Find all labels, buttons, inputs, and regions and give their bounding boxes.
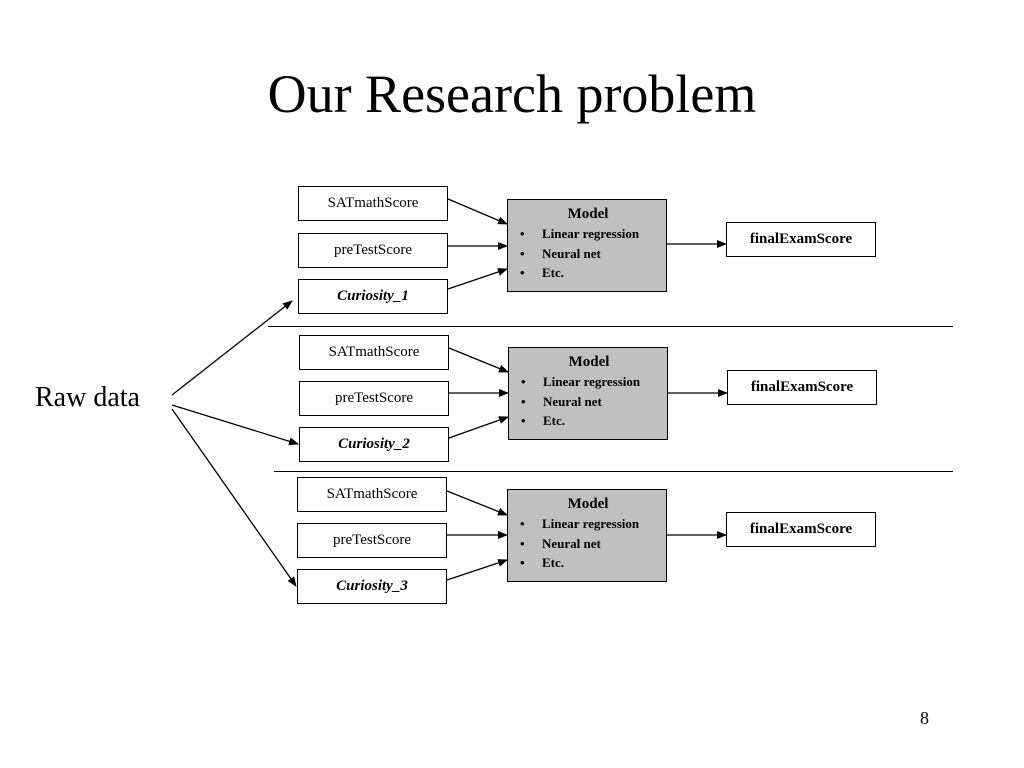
g2-curiosity-box: Curiosity_2 bbox=[299, 427, 449, 462]
g2-model-item-1: Linear regression bbox=[517, 372, 661, 392]
g3-output-box: finalExamScore bbox=[726, 512, 876, 547]
g2-sat-box: SATmathScore bbox=[299, 335, 449, 370]
g2-model-list: Linear regression Neural net Etc. bbox=[517, 372, 661, 431]
g1-model-box: Model Linear regression Neural net Etc. bbox=[507, 199, 667, 292]
g2-model-title: Model bbox=[568, 354, 610, 370]
g2-model-box: Model Linear regression Neural net Etc. bbox=[508, 347, 668, 440]
g2-pretest-box: preTestScore bbox=[299, 381, 449, 416]
g1-output-box: finalExamScore bbox=[726, 222, 876, 257]
g3-sat-arrow bbox=[446, 490, 508, 516]
g3-model-list: Linear regression Neural net Etc. bbox=[516, 514, 660, 573]
g3-curiosity-box: Curiosity_3 bbox=[297, 569, 447, 604]
g1-sat-arrow bbox=[447, 198, 508, 225]
g3-model-item-2: Neural net bbox=[516, 534, 660, 554]
g1-model-item-1: Linear regression bbox=[516, 224, 660, 244]
g2-model-item-2: Neural net bbox=[517, 392, 661, 412]
g3-model-item-3: Etc. bbox=[516, 553, 660, 573]
slide-title: Our Research problem bbox=[267, 64, 757, 124]
group-separator-1 bbox=[268, 326, 953, 327]
g3-model-item-1: Linear regression bbox=[516, 514, 660, 534]
g1-model-title: Model bbox=[567, 206, 609, 222]
g1-model-item-3: Etc. bbox=[516, 263, 660, 283]
g3-model-box: Model Linear regression Neural net Etc. bbox=[507, 489, 667, 582]
g1-pretest-box: preTestScore bbox=[298, 233, 448, 268]
g3-model-title: Model bbox=[567, 496, 609, 512]
g3-sat-box: SATmathScore bbox=[297, 477, 447, 512]
group-separator-2 bbox=[274, 471, 953, 472]
g2-output-box: finalExamScore bbox=[727, 370, 877, 405]
g2-curiosity-arrow bbox=[448, 416, 509, 439]
g1-curiosity-arrow bbox=[447, 268, 508, 290]
g3-pretest-box: preTestScore bbox=[297, 523, 447, 558]
g1-model-item-2: Neural net bbox=[516, 244, 660, 264]
g1-curiosity-box: Curiosity_1 bbox=[298, 279, 448, 314]
raw-to-curiosity-1-arrow bbox=[171, 300, 293, 396]
raw-to-curiosity-3-arrow bbox=[171, 408, 297, 587]
raw-to-curiosity-2-arrow bbox=[171, 404, 299, 446]
g1-model-list: Linear regression Neural net Etc. bbox=[516, 224, 660, 283]
g3-curiosity-arrow bbox=[446, 559, 508, 581]
g2-model-item-3: Etc. bbox=[517, 411, 661, 431]
page-number: 8 bbox=[920, 708, 929, 728]
raw-data-label: Raw data bbox=[35, 382, 140, 413]
g1-sat-box: SATmathScore bbox=[298, 186, 448, 221]
g2-sat-arrow bbox=[448, 347, 509, 373]
